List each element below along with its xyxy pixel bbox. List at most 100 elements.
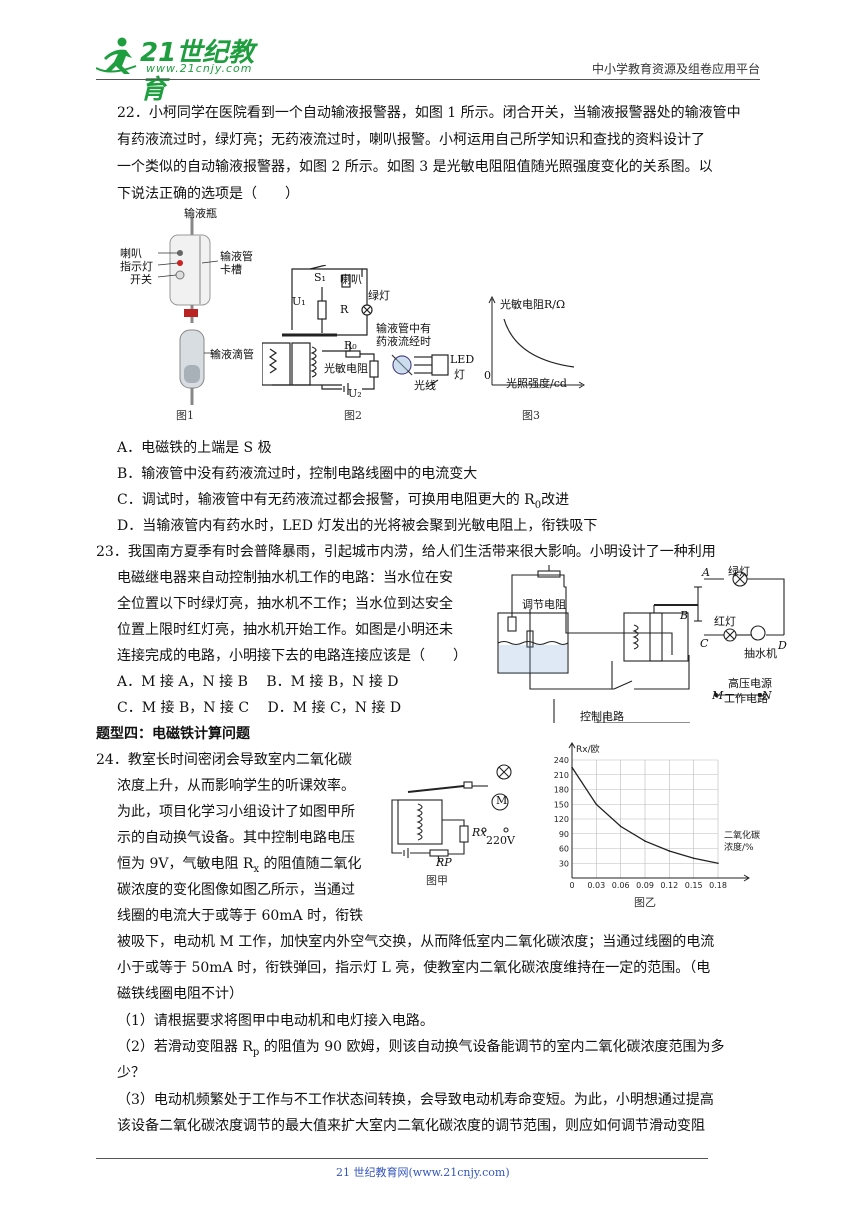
q24-line-7: 线圈的电流大于或等于 60mA 时，衔铁 (117, 908, 364, 924)
q24-sub-2: （2）若滑动变阻器 Rp 的阻值为 90 欧姆，则该自动换气设备能调节的室内二氧… (117, 1034, 724, 1066)
fig3-ylabel: 光敏电阻R/Ω (500, 298, 566, 311)
q22-figure-2: S₁ 喇叭 绿灯 U₁ R R₀ 输液管中有 药液流经时 光敏电阻 U₂ LED… (262, 265, 482, 425)
q24-line-2: 浓度上升，从而影响学生的听课效率。 (117, 778, 355, 794)
fig2-label-led-1: LED (450, 353, 475, 366)
chart-point-1 (595, 803, 598, 806)
q23-label-green-light: 绿灯 (728, 565, 750, 578)
q24-line-9: 小于或等于 50mA 时，衔铁弹回，指示灯 L 亮，使教室内二氧化碳浓度维持在一… (117, 960, 711, 976)
fig1-label-speaker: 喇叭 (120, 247, 142, 260)
chart-x-tick-0: 0 (569, 881, 574, 890)
fig1-label-switch: 开关 (130, 273, 152, 286)
q23-line-3: 全位置以下时绿灯亮，抽水机不工作；当水位到达安全 (117, 596, 453, 612)
q24-line-5-suffix: 的阻值随二氧化 (259, 856, 362, 872)
chart-point-4 (668, 850, 671, 852)
q24-sub-2-subscript: p (252, 1046, 260, 1058)
q23-label-m: M (712, 689, 724, 702)
q22-option-c-suffix: 改进 (541, 492, 570, 508)
chart-point-3 (644, 840, 646, 842)
alarm-circuit-diagram (262, 265, 449, 395)
q22-figure-1: 输液瓶 喇叭 指示灯 开关 输液管 卡槽 输液滴管 图1 (120, 205, 260, 425)
q24-line-3: 为此，项目化学习小组设计了如图甲所 (117, 804, 355, 820)
q23-label-adjust-resistor: 调节电阻 (522, 598, 566, 611)
q22-option-a: A．电磁铁的上端是 S 极 (117, 440, 272, 456)
logo-text: 21世纪教育 (140, 38, 255, 105)
q24-fig-jia-caption: 图甲 (426, 874, 448, 887)
q24-line-1: 24．教室长时间密闭会导致室内二氧化碳 (96, 752, 352, 768)
fig3-origin: 0 (484, 369, 491, 382)
q24-line-5-subscript: x (253, 863, 260, 875)
q23-label-work-circuit: 工作电路 (724, 692, 768, 705)
chart-x-tick-4: 0.12 (660, 881, 678, 890)
chart-x-tick-2: 0.06 (612, 881, 630, 890)
fig2-label-led-2: 灯 (454, 368, 465, 381)
fig1-label-drip: 输液滴管 (210, 348, 254, 361)
q22-option-c: C．调试时，输液管中有无药液流过都会报警，可换用电阻更大的 R0改进 (117, 487, 569, 519)
fig2-label-tube-note-2: 药液流经时 (376, 335, 431, 348)
q24-label-rp: RP (436, 856, 452, 869)
fig3-caption: 图3 (522, 409, 540, 422)
chart-x-label-2: 浓度/% (724, 841, 754, 853)
q23-label-n: N (762, 689, 772, 702)
q24-line-4: 示的自动换气设备。其中控制电路电压 (117, 830, 355, 846)
header-divider (96, 79, 760, 80)
logo[interactable]: 21世纪教育 www.21cnjy.com (96, 32, 266, 105)
q23-label-c: C (700, 637, 709, 650)
q24-label-voltage: 220V (486, 834, 515, 847)
fig1-label-tube-slot-1: 输液管 (220, 250, 253, 263)
fig2-label-u1: U₁ (292, 295, 306, 308)
q24-figure-jia: M Rx 220V RP 图甲 (388, 760, 528, 890)
q24-line-10: 磁铁线圈电阻不计） (117, 986, 243, 1002)
q22-option-c-text: C．调试时，输液管中有无药液流过都会报警，可换用电阻更大的 R (117, 492, 535, 508)
q23-options-ab: A．M 接 A，N 接 B B．M 接 B，N 接 D (117, 674, 399, 690)
chart-point-5 (692, 857, 695, 860)
footer-link[interactable]: 21 世纪教育网(www.21cnjy.com) (336, 1166, 510, 1179)
q24-sub-3-line-2: 该设备二氧化碳浓度调节的最大值来扩大室内二氧化碳浓度的调节范围，则应如何调节滑动… (117, 1118, 705, 1134)
chart-x-tick-5: 0.15 (685, 881, 703, 890)
q24-line-8: 被吸下，电动机 M 工作，加快室内外空气交换，从而降低室内二氧化碳浓度；当通过线… (117, 934, 715, 950)
chart-y-tick-4: 150 (554, 800, 569, 809)
q23-label-pump: 抽水机 (744, 647, 777, 660)
fig2-label-s1: S₁ (314, 271, 326, 284)
q23-label-b: B (680, 609, 689, 622)
header: 21世纪教育 www.21cnjy.com 中小学教育资源及组卷应用平台 (96, 32, 760, 105)
chart-x-arrow (743, 874, 750, 882)
q24-sub-1: （1）请根据要求将图甲中电动机和电灯接入电路。 (117, 1013, 434, 1029)
q22-option-c-subscript: 0 (534, 499, 542, 511)
chart-point-0 (571, 766, 573, 769)
fig3-xlabel: 光照强度/cd (506, 377, 567, 390)
chart-x-tick-3: 0.09 (636, 881, 654, 890)
chart-y-tick-7: 240 (554, 756, 569, 765)
fig1-label-bottle: 输液瓶 (184, 207, 217, 220)
q23-options-cd: C．M 接 B，N 接 C D．M 接 C，N 接 D (117, 700, 402, 716)
q24-sub-3-line-1: （3）电动机频繁处于工作与不工作状态间转换，会导致电动机寿命变短。为此，小明想通… (117, 1092, 714, 1108)
q23-label-red-light: 红灯 (714, 615, 736, 628)
photoresistor-graph (488, 295, 585, 389)
fig2-label-light: 光线 (414, 379, 436, 392)
chart-y-tick-5: 180 (554, 786, 569, 795)
logo-url: www.21cnjy.com (146, 62, 253, 75)
q22-option-d: D．当输液管内有药水时，LED 灯发出的光将被会聚到光敏电阻上，衔铁吸下 (117, 518, 598, 534)
chart-point-6 (717, 862, 719, 865)
q23-line-4: 位置上限时红灯亮，抽水机开始工作。如图是小明还未 (117, 622, 453, 638)
q22-line-1: 22．小柯同学在医院看到一个自动输液报警器，如图 1 所示。闭合开关，当输液报警… (117, 105, 741, 121)
fig1-label-indicator: 指示灯 (120, 260, 153, 273)
fig2-caption: 图2 (344, 409, 362, 422)
chart-y-tick-1: 60 (559, 845, 569, 854)
chart-y-tick-6: 210 (554, 771, 569, 780)
q23-line-5: 连接完成的电路，小明接下去的电路连接应该是（ ） (117, 648, 467, 664)
q24-label-rx: Rx (472, 826, 487, 839)
q24-line-5: 恒为 9V，气敏电阻 Rx 的阻值随二氧化 (117, 851, 362, 883)
fig2-label-r: R (340, 303, 349, 316)
chart-y-label: Rx/欧 (576, 743, 600, 755)
q22-figure-3: 光敏电阻R/Ω 0 光照强度/cd 图3 (482, 295, 592, 425)
fig1-label-tube-slot-2: 卡槽 (220, 263, 242, 276)
q22-option-b: B．输液管中没有药液流过时，控制电路线圈中的电流变大 (117, 466, 478, 482)
chart-x-tick-1: 0.03 (587, 881, 605, 890)
chart-y-tick-2: 90 (559, 830, 569, 839)
q23-label-d: D (778, 639, 787, 652)
infusion-alarm-device-illustration (157, 217, 219, 405)
q23-figure: 调节电阻 A 绿灯 B 红灯 C 抽水机 D 高压电源 M 工作电路 N 控制电… (494, 563, 794, 723)
q24-line-5-text: 恒为 9V，气敏电阻 R (117, 856, 254, 872)
